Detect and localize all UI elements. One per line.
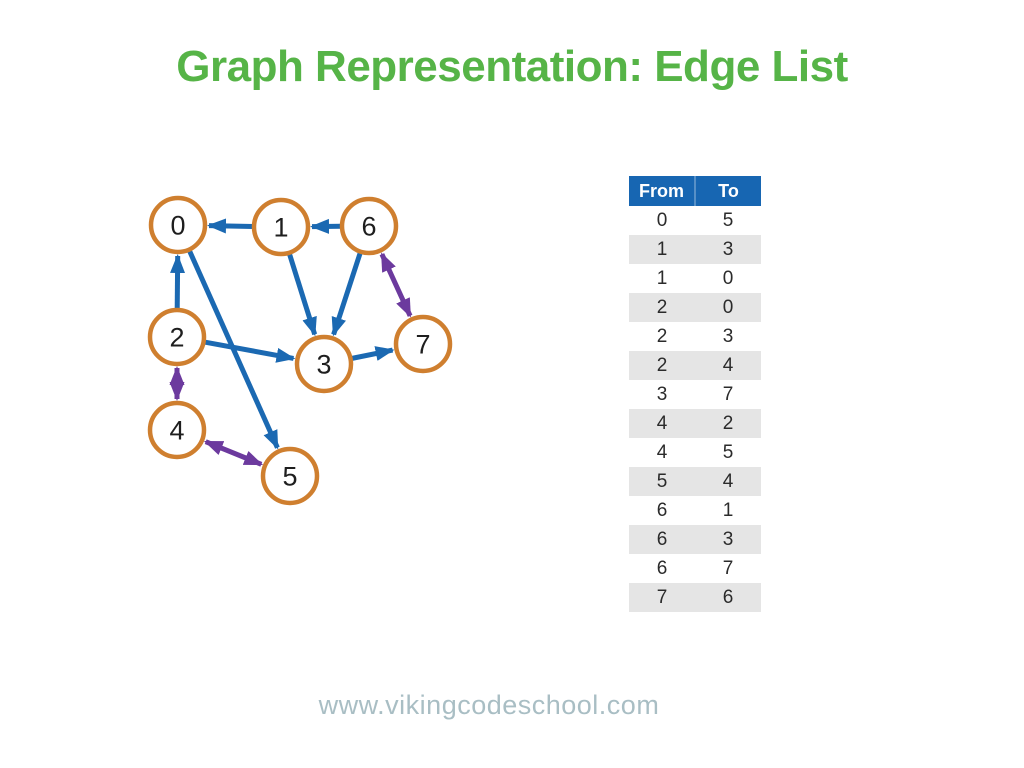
graph-node-6 bbox=[339, 196, 399, 256]
graph-edge bbox=[350, 346, 395, 361]
graph-edge bbox=[287, 252, 318, 337]
cell-from: 5 bbox=[656, 471, 668, 492]
graph-node-1 bbox=[251, 197, 311, 257]
cell-to: 3 bbox=[722, 529, 734, 550]
graph-edge-bidirectional bbox=[379, 252, 413, 318]
cell-from: 2 bbox=[656, 326, 668, 347]
cell-to: 1 bbox=[722, 500, 734, 521]
graph-edge bbox=[207, 218, 254, 234]
cell-to: 0 bbox=[722, 297, 734, 318]
cell-to: 0 bbox=[722, 268, 734, 289]
column-header-from: From bbox=[639, 181, 684, 201]
graph-node-label: 2 bbox=[169, 323, 184, 353]
cell-to: 2 bbox=[722, 413, 734, 434]
cell-to: 7 bbox=[722, 558, 734, 579]
cell-to: 3 bbox=[722, 239, 734, 260]
graph-edge bbox=[331, 251, 363, 337]
cell-to: 4 bbox=[722, 355, 734, 376]
cell-from: 7 bbox=[656, 587, 668, 608]
cell-from: 2 bbox=[656, 355, 668, 376]
graph-node-4 bbox=[147, 400, 207, 460]
graph-node-label: 1 bbox=[273, 213, 288, 243]
table-header-row: From To bbox=[629, 176, 761, 206]
cell-to: 7 bbox=[722, 384, 734, 405]
cell-from: 1 bbox=[656, 239, 668, 260]
cell-to: 3 bbox=[722, 326, 734, 347]
footer-url: www.vikingcodeschool.com bbox=[318, 690, 660, 720]
cell-from: 6 bbox=[656, 529, 668, 550]
graph-node-label: 3 bbox=[316, 350, 331, 380]
graph-edge bbox=[170, 254, 186, 310]
cell-from: 3 bbox=[656, 384, 668, 405]
graph-node-2 bbox=[147, 307, 207, 367]
cell-to: 5 bbox=[722, 442, 734, 463]
cell-from: 0 bbox=[656, 210, 668, 231]
cell-to: 6 bbox=[722, 587, 734, 608]
graph-node-label: 5 bbox=[282, 462, 297, 492]
cell-from: 4 bbox=[656, 413, 668, 434]
graph-edge-bidirectional bbox=[203, 439, 264, 467]
graph-node-0 bbox=[148, 195, 208, 255]
graph-node-label: 0 bbox=[170, 211, 185, 241]
cell-from: 6 bbox=[656, 558, 668, 579]
graph-node-label: 4 bbox=[169, 416, 184, 446]
column-header-to: To bbox=[694, 176, 761, 206]
graph-node-5 bbox=[260, 446, 320, 506]
graph-node-label: 6 bbox=[361, 212, 376, 242]
page-title: Graph Representation: Edge List bbox=[176, 42, 848, 91]
graph-edge bbox=[187, 249, 280, 450]
cell-from: 2 bbox=[656, 297, 668, 318]
graph-node-3 bbox=[294, 334, 354, 394]
cell-from: 4 bbox=[656, 442, 668, 463]
cell-to: 5 bbox=[722, 210, 734, 231]
graph-edge bbox=[204, 339, 296, 363]
cell-from: 1 bbox=[656, 268, 668, 289]
cell-to: 4 bbox=[722, 471, 734, 492]
graph-node-label: 7 bbox=[415, 330, 430, 360]
graph-node-7 bbox=[393, 314, 453, 374]
cell-from: 6 bbox=[656, 500, 668, 521]
